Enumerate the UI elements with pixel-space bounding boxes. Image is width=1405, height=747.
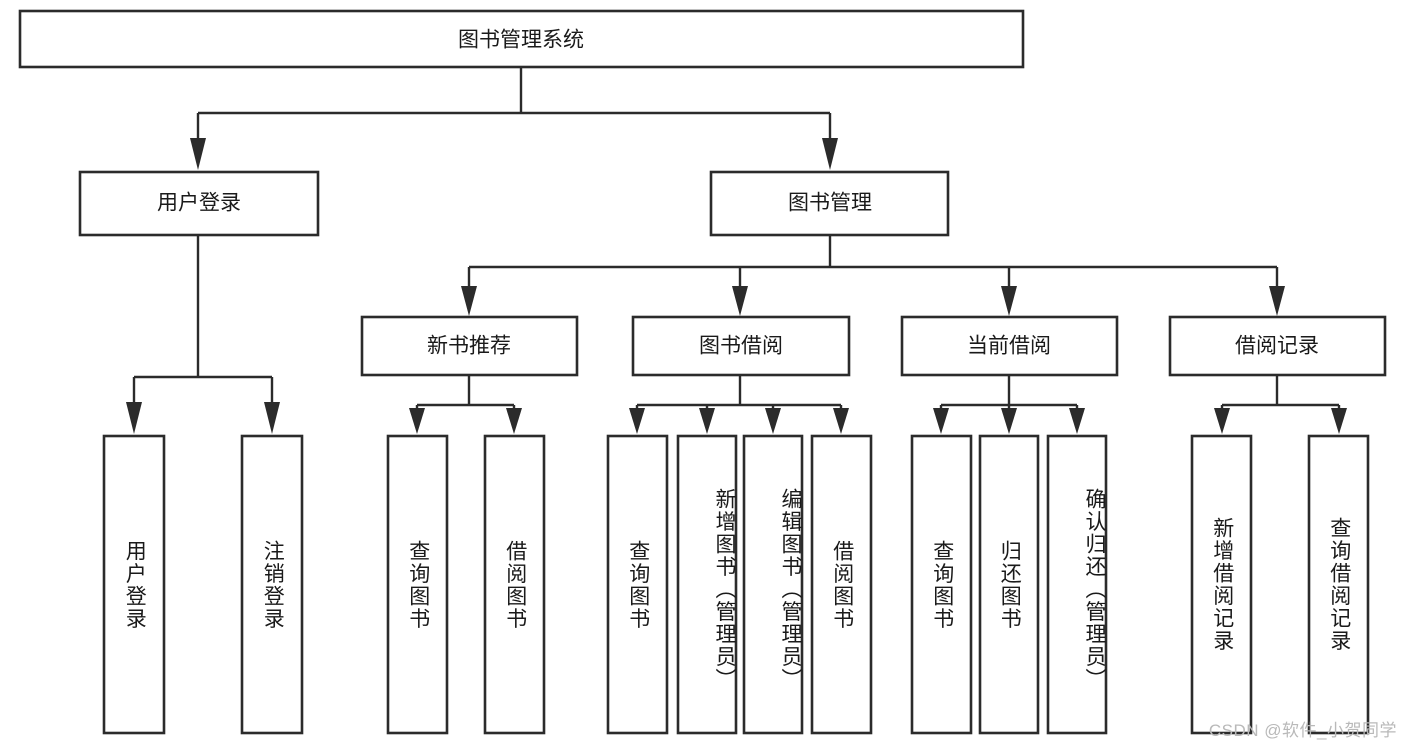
node-book-borrow-box[interactable] (631, 315, 851, 377)
leaf-box-new-book-1[interactable] (483, 434, 546, 735)
leaf-box-borrow-record-1[interactable] (1307, 434, 1370, 735)
leaf-box-user-login-1[interactable] (240, 434, 304, 735)
arrow-book-borrow-leaf-0 (629, 408, 645, 434)
leaf-box-current-borrow-2[interactable] (1046, 434, 1108, 735)
node-borrow-record-label: 借阅记录 (1235, 335, 1319, 358)
arrow-root-to-user-login (190, 138, 206, 170)
leaf-box-book-borrow-1[interactable] (676, 434, 738, 735)
leaf-boxes (102, 434, 1370, 735)
connector-group-new-book (409, 375, 522, 434)
node-book-management-box[interactable] (709, 170, 950, 237)
arrow-new-book-leaf-0 (409, 408, 425, 434)
arrow-current-borrow-leaf-1 (1001, 408, 1017, 434)
arrow-new-book-leaf-1 (506, 408, 522, 434)
node-book-borrow[interactable]: 图书借阅 (631, 315, 851, 377)
node-current-borrow-label: 当前借阅 (967, 335, 1051, 358)
connector-group-book-mgmt (461, 235, 1285, 316)
arrow-user-login-leaf-0 (126, 402, 142, 434)
csdn-watermark: CSDN @软件_小贺同学 (1208, 721, 1397, 740)
node-user-login-box[interactable] (78, 170, 320, 237)
node-user-login-label: 用户登录 (157, 192, 241, 215)
connector-group-borrow-record (1214, 375, 1347, 434)
connector-group-book-borrow (629, 375, 849, 434)
leaf-box-current-borrow-1[interactable] (978, 434, 1040, 735)
arrow-user-login-leaf-1 (264, 402, 280, 434)
leaf-box-user-login-0[interactable] (102, 434, 166, 735)
arrow-bm-to-current-borrow (1001, 286, 1017, 316)
arrow-borrow-record-leaf-1 (1331, 408, 1347, 434)
node-new-book-recommend-box[interactable] (360, 315, 579, 377)
arrow-root-to-book-mgmt (822, 138, 838, 170)
leaf-box-new-book-0[interactable] (386, 434, 449, 735)
leaf-box-book-borrow-2[interactable] (742, 434, 804, 735)
node-book-management-label: 图书管理 (788, 192, 872, 215)
node-root[interactable]: 图书管理系统 (18, 9, 1025, 69)
node-current-borrow[interactable]: 当前借阅 (900, 315, 1119, 377)
connector-group-user-login (126, 235, 280, 434)
leaf-box-current-borrow-0[interactable] (910, 434, 973, 735)
node-borrow-record-box[interactable] (1168, 315, 1387, 377)
arrow-book-borrow-leaf-1 (699, 408, 715, 434)
arrow-book-borrow-leaf-2 (765, 408, 781, 434)
node-book-management[interactable]: 图书管理 (709, 170, 950, 237)
connector-group-root (190, 67, 838, 170)
connector-group-current-borrow (933, 375, 1085, 434)
arrow-bm-to-new-book (461, 286, 477, 316)
node-new-book-recommend-label: 新书推荐 (427, 335, 511, 358)
node-borrow-record[interactable]: 借阅记录 (1168, 315, 1387, 377)
arrow-bm-to-borrow-record (1269, 286, 1285, 316)
arrow-book-borrow-leaf-3 (833, 408, 849, 434)
leaf-box-book-borrow-0[interactable] (606, 434, 669, 735)
node-book-borrow-label: 图书借阅 (699, 335, 783, 358)
node-current-borrow-box[interactable] (900, 315, 1119, 377)
node-new-book-recommend[interactable]: 新书推荐 (360, 315, 579, 377)
arrow-bm-to-book-borrow (732, 286, 748, 316)
leaf-box-borrow-record-0[interactable] (1190, 434, 1253, 735)
arrow-borrow-record-leaf-0 (1214, 408, 1230, 434)
arrow-current-borrow-leaf-2 (1069, 408, 1085, 434)
arrow-current-borrow-leaf-0 (933, 408, 949, 434)
node-user-login[interactable]: 用户登录 (78, 170, 320, 237)
leaf-box-book-borrow-3[interactable] (810, 434, 873, 735)
node-root-box[interactable] (18, 9, 1025, 69)
node-root-label: 图书管理系统 (458, 29, 584, 52)
